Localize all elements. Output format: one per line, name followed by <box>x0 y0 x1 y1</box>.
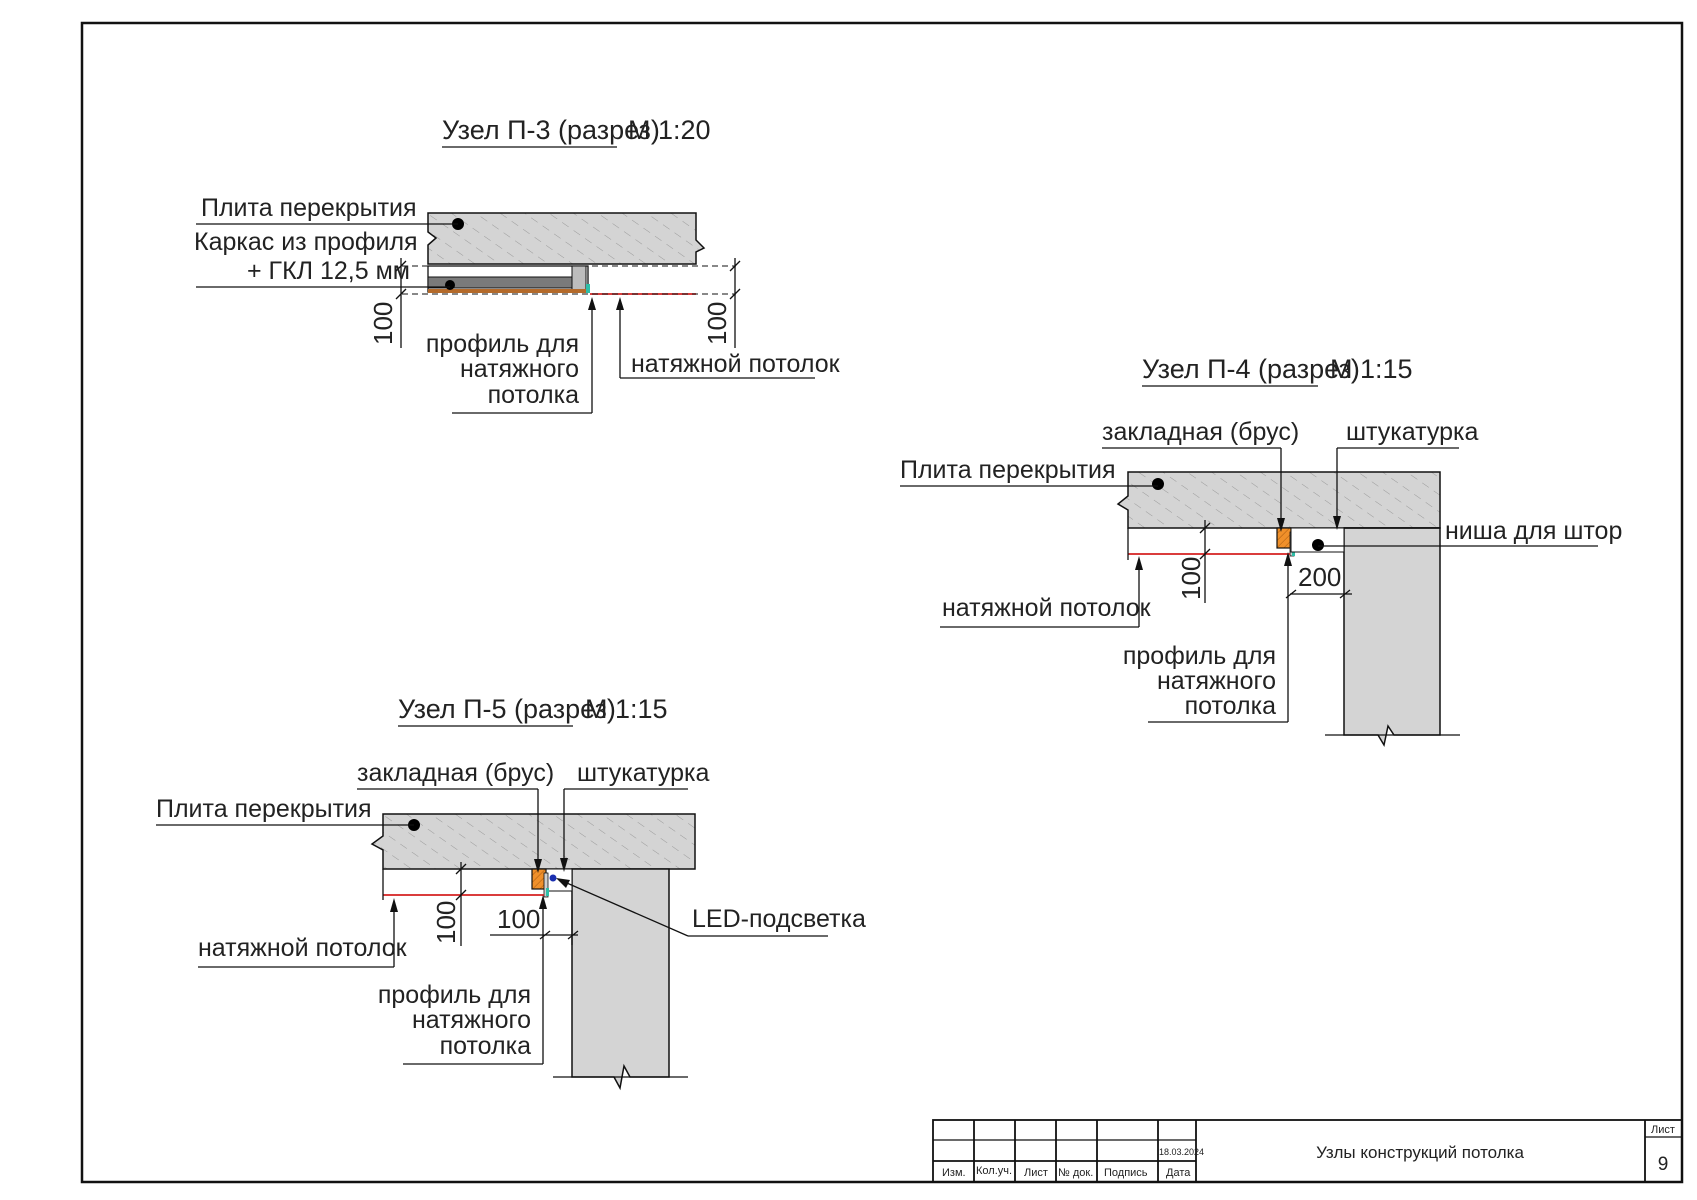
node-p3-profile-accent <box>586 284 590 293</box>
title-block-col-date: Дата <box>1166 1167 1191 1179</box>
node-p4-niche-marker <box>1312 539 1324 551</box>
node-p5-label-ceiling: натяжной потолок <box>198 934 408 962</box>
node-p3-label-profile-2: натяжного <box>460 355 579 383</box>
node-p4-dim-100: 100 <box>1176 557 1206 600</box>
node-p5-label-slab: Плита перекрытия <box>156 795 372 823</box>
node-p3-label-frame-1: Каркас из профиля <box>194 228 418 256</box>
node-p5-dim-100-vertical: 100 <box>431 901 461 944</box>
node-p5-scale: М 1:15 <box>585 694 668 724</box>
sheet-frame <box>80 21 1684 1184</box>
node-p3-label-profile-3: потолка <box>488 381 579 409</box>
title-block-col-ndoc: № док. <box>1058 1167 1093 1179</box>
node-p3: Узел П-3 (разрез) М 1:20 100 100 Плита п… <box>194 115 841 414</box>
title-block-sheet-number: 9 <box>1658 1154 1669 1175</box>
title-block-sheet-title: Узлы конструкций потолка <box>1316 1143 1524 1162</box>
node-p3-label-ceiling: натяжной потолок <box>631 350 841 378</box>
node-p4-label-ceiling: натяжной потолок <box>942 594 1152 622</box>
node-p4-label-slab: Плита перекрытия <box>900 456 1116 484</box>
title-block: 18.03.2024 Изм. Кол.уч. Лист № док. Подп… <box>932 1119 1683 1183</box>
node-p3-frame-marker <box>445 280 455 290</box>
node-p4-slab <box>1116 471 1441 529</box>
title-block-col-izm: Изм. <box>942 1167 966 1179</box>
title-block-date: 18.03.2024 <box>1159 1147 1204 1157</box>
node-p5-dim-100-horizontal: 100 <box>497 904 540 934</box>
title-block-col-list: Лист <box>1024 1167 1048 1179</box>
node-p4-dim-200: 200 <box>1298 562 1341 592</box>
node-p4-wall <box>1343 527 1441 748</box>
node-p4-label-plaster: штукатурка <box>1346 418 1478 446</box>
title-block-col-sign: Подпись <box>1104 1167 1148 1179</box>
node-p3-slab <box>427 212 706 265</box>
node-p3-dim-right: 100 <box>702 302 732 345</box>
node-p4: Узел П-4 (разрез) М 1:15 100 200 закладн… <box>900 354 1622 748</box>
node-p5-profile-accent <box>546 888 549 896</box>
node-p4-label-niche: ниша для штор <box>1445 517 1622 545</box>
node-p5: Узел П-5 (разрез) М 1:15 100 100 закладн… <box>156 694 866 1091</box>
node-p4-embed-beam <box>1276 527 1292 549</box>
node-p5-label-led: LED-подсветка <box>692 905 866 933</box>
node-p4-scale: М 1:15 <box>1330 354 1413 384</box>
node-p5-label-profile-1: профиль для <box>378 981 531 1009</box>
node-p5-slab <box>370 813 696 870</box>
node-p5-label-embed: закладная (брус) <box>357 759 554 787</box>
node-p4-label-profile-2: натяжного <box>1157 667 1276 695</box>
node-p4-slab-marker <box>1152 478 1164 490</box>
node-p5-label-profile-3: потолка <box>440 1032 531 1060</box>
title-block-sheet-label: Лист <box>1651 1124 1675 1136</box>
node-p5-label-profile-2: натяжного <box>412 1006 531 1034</box>
node-p4-label-profile-3: потолка <box>1185 692 1276 720</box>
node-p3-label-slab: Плита перекрытия <box>201 194 417 222</box>
node-p5-label-plaster: штукатурка <box>577 759 709 787</box>
node-p3-label-profile-1: профиль для <box>426 330 579 358</box>
node-p4-title: Узел П-4 (разрез) <box>1142 354 1360 384</box>
node-p3-scale: М 1:20 <box>628 115 711 145</box>
node-p5-wall <box>571 868 670 1091</box>
node-p5-led-strip <box>549 874 557 882</box>
node-p4-label-profile-1: профиль для <box>1123 642 1276 670</box>
node-p5-title: Узел П-5 (разрез) <box>398 694 616 724</box>
node-p3-title: Узел П-3 (разрез) <box>442 115 660 145</box>
node-p3-dim-left: 100 <box>368 302 398 345</box>
node-p4-label-embed: закладная (брус) <box>1102 418 1299 446</box>
node-p3-label-frame-2: + ГКЛ 12,5 мм <box>247 257 410 285</box>
title-block-col-kolvo: Кол.уч. <box>976 1165 1012 1177</box>
